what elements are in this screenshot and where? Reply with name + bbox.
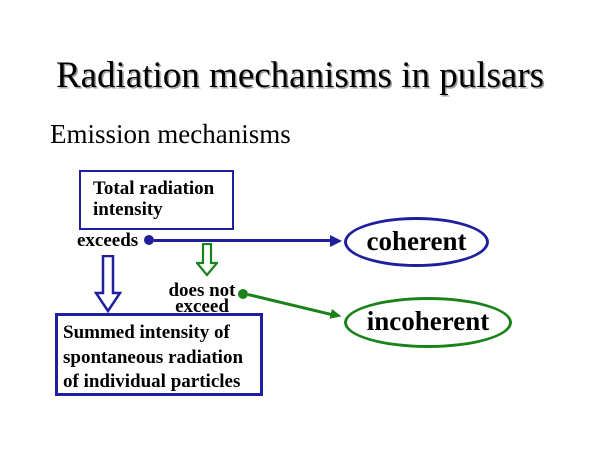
- right-arrowhead-icon: [329, 308, 343, 322]
- summed-box-line-1: Summed intensity of: [63, 322, 230, 343]
- coherent-ellipse: coherent: [344, 217, 489, 267]
- navy-down-arrow-icon: [94, 255, 122, 313]
- total-box-line-2: intensity: [93, 199, 163, 220]
- total-box-line-1: Total radiation: [93, 178, 215, 199]
- exceeds-label: exceeds: [77, 230, 139, 251]
- coherent-label: coherent: [366, 225, 467, 256]
- junction-dot-navy: [144, 235, 154, 245]
- does-not-exceed-line-2: exceed: [175, 295, 229, 317]
- exceeds-to-coherent-connector: [154, 234, 342, 247]
- green-down-arrow-icon: [196, 243, 218, 277]
- does-not-exceed-line-1: does not: [168, 280, 236, 301]
- total-radiation-intensity-box: Total radiation intensity: [79, 170, 234, 230]
- does-not-exceed-label: does not exceed: [156, 280, 248, 317]
- section-heading: Emission mechanisms: [50, 119, 291, 149]
- junction-dot-green: [238, 289, 248, 299]
- right-arrowhead-icon: [330, 234, 342, 247]
- incoherent-ellipse: incoherent: [344, 297, 512, 348]
- summed-box-line-3: of individual particles: [63, 371, 241, 392]
- incoherent-label: incoherent: [366, 306, 490, 336]
- page-title: Radiation mechanisms in pulsars: [55, 55, 545, 96]
- summed-intensity-box: Summed intensity of spontaneous radiatio…: [55, 313, 263, 396]
- summed-box-line-2: spontaneous radiation: [63, 346, 244, 368]
